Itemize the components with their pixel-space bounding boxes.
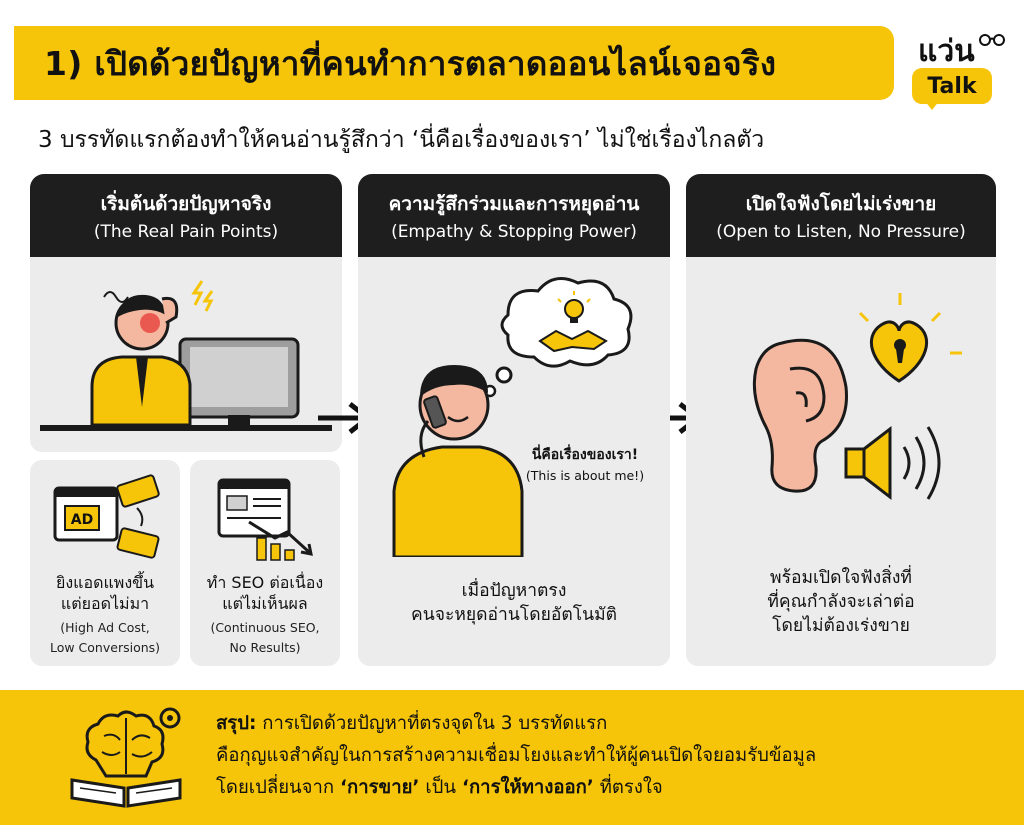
caption-line: พร้อมเปิดใจฟังสิ่งที่ bbox=[770, 568, 912, 588]
panel-title-th: เริ่มต้นด้วยปัญหาจริง bbox=[100, 193, 272, 215]
card-label-line: No Results) bbox=[229, 640, 301, 655]
caption-line: ที่คุณกำลังจะเล่าต่อ bbox=[767, 592, 915, 612]
svg-text:AD: AD bbox=[71, 512, 93, 528]
person-on-phone-illustration bbox=[392, 277, 633, 559]
panel-pain-points-header: เริ่มต้นด้วยปัญหาจริง (The Real Pain Poi… bbox=[30, 174, 342, 257]
panel-open-listen-body bbox=[686, 257, 996, 666]
panel-title-th: เปิดใจฟังโดยไม่เร่งขาย bbox=[745, 193, 937, 215]
card-label-th: ยิงแอดแพงขึ้น แต่ยอดไม่มา bbox=[30, 572, 180, 614]
summary-line-1: สรุป: การเปิดด้วยปัญหาที่ตรงจุดใน 3 บรรท… bbox=[216, 708, 816, 740]
logo-badge: Talk bbox=[912, 68, 992, 104]
panel-empathy-header: ความรู้สึกร่วมและการหยุดอ่าน (Empathy & … bbox=[358, 174, 670, 257]
summary-line-3: โดยเปลี่ยนจาก ‘การขาย’ เป็น ‘การให้ทางออ… bbox=[216, 772, 816, 804]
speech-text-en: (This is about me!) bbox=[525, 468, 645, 483]
title-banner: 1) เปิดด้วยปัญหาที่คนทำการตลาดออนไลน์เจอ… bbox=[14, 26, 894, 100]
summary-line-3-c: เป็น bbox=[419, 777, 462, 798]
stressed-worker-illustration bbox=[40, 280, 332, 431]
card-label-line: แต่ยอดไม่มา bbox=[60, 594, 150, 613]
panel-caption: พร้อมเปิดใจฟังสิ่งที่ ที่คุณกำลังจะเล่าต… bbox=[686, 566, 996, 638]
ear-heart-speaker-illustration bbox=[752, 293, 962, 501]
panel-empathy-body bbox=[358, 257, 670, 666]
panel-title-en: (Open to Listen, No Pressure) bbox=[716, 222, 966, 242]
card-label-th: ทำ SEO ต่อเนื่อง แต่ไม่เห็นผล bbox=[190, 572, 340, 614]
card-label-line: Low Conversions) bbox=[49, 640, 161, 655]
summary-label: สรุป: bbox=[216, 713, 257, 734]
logo-word: แว่น bbox=[918, 34, 975, 69]
glasses-icon bbox=[979, 34, 1005, 46]
panel-open-listen-header: เปิดใจฟังโดยไม่เร่งขาย (Open to Listen, … bbox=[686, 174, 996, 257]
panel-title-en: (Empathy & Stopping Power) bbox=[391, 222, 637, 242]
card-label-line: (High Ad Cost, bbox=[60, 620, 150, 635]
summary-line-3-a: โดยเปลี่ยนจาก bbox=[216, 777, 340, 798]
summary-text: สรุป: การเปิดด้วยปัญหาที่ตรงจุดใน 3 บรรท… bbox=[216, 708, 816, 804]
brain-book-icon bbox=[70, 707, 182, 808]
card-high-ad-cost: AD ยิงแอดแพงขึ้น แต่ยอดไม่มา (High Ad Co… bbox=[30, 460, 180, 666]
caption-line: โดยไม่ต้องเร่งขาย bbox=[772, 616, 910, 636]
seo-decline-icon bbox=[217, 478, 313, 561]
speech-text-th: นี่คือเรื่องของเรา! bbox=[531, 447, 639, 463]
summary-footer: สรุป: การเปิดด้วยปัญหาที่ตรงจุดใน 3 บรรท… bbox=[0, 690, 1024, 825]
brand-logo: แว่น Talk bbox=[912, 28, 1006, 110]
card-label-en: (Continuous SEO, No Results) bbox=[190, 618, 340, 658]
card-label-line: แต่ไม่เห็นผล bbox=[222, 594, 308, 613]
summary-line-1-text: การเปิดด้วยปัญหาที่ตรงจุดใน 3 บรรทัดแรก bbox=[256, 713, 608, 734]
card-label-line: (Continuous SEO, bbox=[210, 620, 320, 635]
panel-pain-points-body bbox=[30, 257, 342, 452]
page-title: 1) เปิดด้วยปัญหาที่คนทำการตลาดออนไลน์เจอ… bbox=[44, 43, 777, 83]
speech-text: นี่คือเรื่องของเรา! (This is about me!) bbox=[510, 444, 660, 483]
subtitle: 3 บรรทัดแรกต้องทำให้คนอ่านรู้สึกว่า ‘นี่… bbox=[38, 127, 765, 153]
logo-badge-tail bbox=[924, 100, 940, 110]
ad-cost-icon: AD bbox=[53, 474, 160, 559]
card-label-line: ทำ SEO ต่อเนื่อง bbox=[206, 573, 324, 592]
summary-line-2: คือกุญแจสำคัญในการสร้างความเชื่อมโยงและท… bbox=[216, 745, 817, 766]
summary-line-3-e: ที่ตรงใจ bbox=[593, 777, 663, 798]
card-label-en: (High Ad Cost, Low Conversions) bbox=[30, 618, 180, 658]
panel-title-th: ความรู้สึกร่วมและการหยุดอ่าน bbox=[388, 193, 640, 215]
summary-emphasis-sales: ‘การขาย’ bbox=[340, 777, 420, 798]
panel-caption: เมื่อปัญหาตรง คนจะหยุดอ่านโดยอัตโนมัติ bbox=[358, 579, 670, 627]
summary-emphasis-solution: ‘การให้ทางออก’ bbox=[461, 777, 594, 798]
panel-title-en: (The Real Pain Points) bbox=[93, 222, 279, 242]
card-seo-no-results: ทำ SEO ต่อเนื่อง แต่ไม่เห็นผล (Continuou… bbox=[190, 460, 340, 666]
caption-line: คนจะหยุดอ่านโดยอัตโนมัติ bbox=[411, 605, 617, 625]
card-label-line: ยิงแอดแพงขึ้น bbox=[55, 573, 155, 592]
caption-line: เมื่อปัญหาตรง bbox=[461, 581, 567, 601]
